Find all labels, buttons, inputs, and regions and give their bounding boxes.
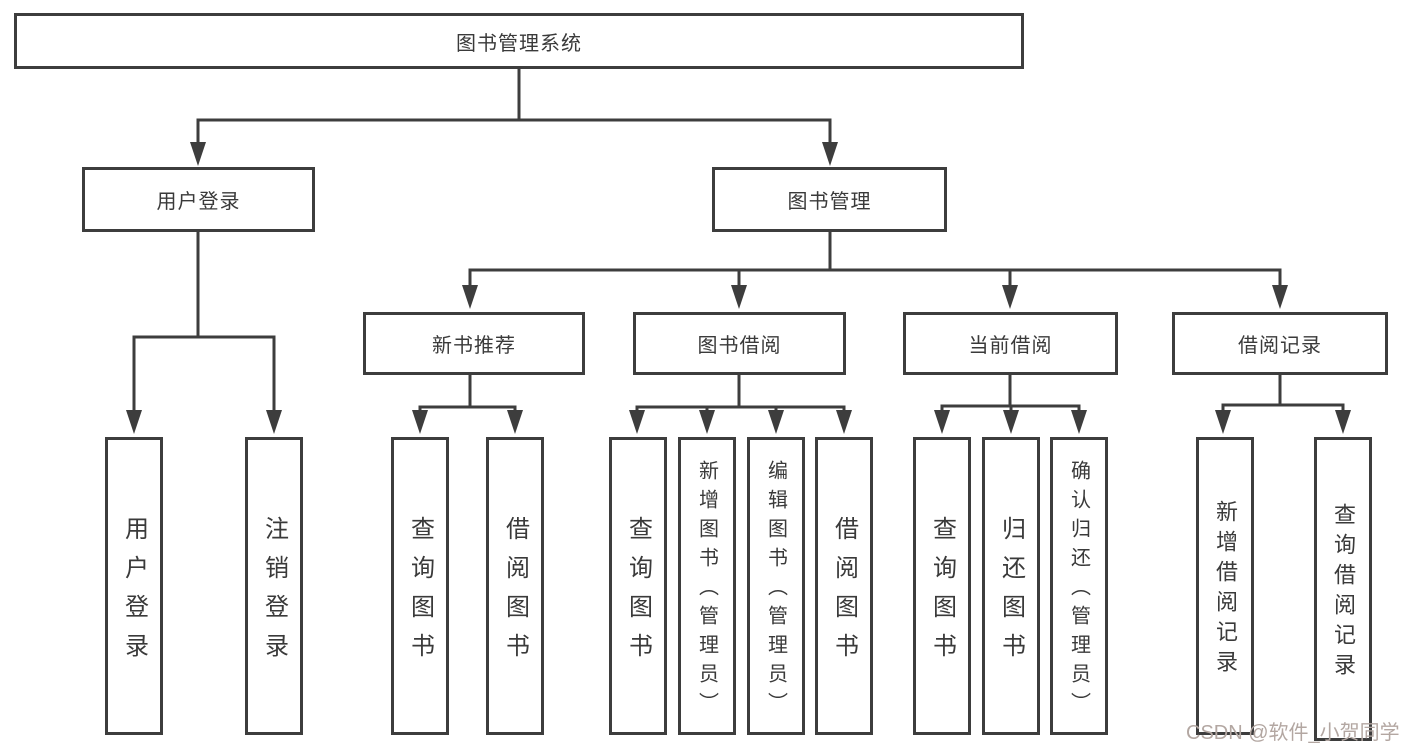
leaf-user-login: 用户登录 — [105, 437, 163, 735]
leaf-add-book-admin-label: 新增图书（管理员） — [695, 460, 718, 721]
leaf-query-borrow-record: 查询借阅记录 — [1314, 437, 1372, 741]
leaf-query-book-borrow-label: 查询图书 — [624, 515, 652, 672]
leaf-edit-book-admin: 编辑图书（管理员） — [747, 437, 805, 735]
leaf-query-book-newrec: 查询图书 — [391, 437, 449, 735]
leaf-borrow-book-newrec: 借阅图书 — [486, 437, 544, 735]
leaf-add-borrow-record: 新增借阅记录 — [1196, 437, 1254, 735]
leaf-query-book-current-label: 查询图书 — [928, 515, 956, 672]
leaf-confirm-return-admin: 确认归还（管理员） — [1050, 437, 1108, 735]
leaf-query-book-newrec-label: 查询图书 — [406, 515, 434, 672]
leaf-confirm-return-admin-label: 确认归还（管理员） — [1067, 460, 1090, 721]
leaf-borrow-book-borrow-label: 借阅图书 — [830, 515, 858, 672]
leaf-query-book-current: 查询图书 — [913, 437, 971, 735]
node-book-borrowing: 图书借阅 — [633, 312, 846, 375]
leaf-logout-label: 注销登录 — [260, 515, 288, 672]
leaf-user-login-label: 用户登录 — [120, 515, 148, 672]
leaf-borrow-book-newrec-label: 借阅图书 — [501, 515, 529, 672]
node-current-borrowing: 当前借阅 — [903, 312, 1118, 375]
node-user-login: 用户登录 — [82, 167, 315, 232]
leaf-return-book-label: 归还图书 — [997, 515, 1025, 672]
leaf-logout: 注销登录 — [245, 437, 303, 735]
leaf-add-borrow-record-label: 新增借阅记录 — [1213, 500, 1238, 680]
node-borrow-records: 借阅记录 — [1172, 312, 1388, 375]
leaf-return-book: 归还图书 — [982, 437, 1040, 735]
csdn-watermark: CSDN @软件_小贺同学 — [1186, 722, 1400, 744]
node-library-management-system: 图书管理系统 — [14, 13, 1024, 69]
leaf-borrow-book-borrow: 借阅图书 — [815, 437, 873, 735]
node-book-management: 图书管理 — [712, 167, 947, 232]
leaf-add-book-admin: 新增图书（管理员） — [678, 437, 736, 735]
leaf-query-borrow-record-label: 查询借阅记录 — [1331, 503, 1356, 683]
node-new-book-recommend: 新书推荐 — [363, 312, 585, 375]
leaf-edit-book-admin-label: 编辑图书（管理员） — [764, 460, 787, 721]
leaf-query-book-borrow: 查询图书 — [609, 437, 667, 735]
